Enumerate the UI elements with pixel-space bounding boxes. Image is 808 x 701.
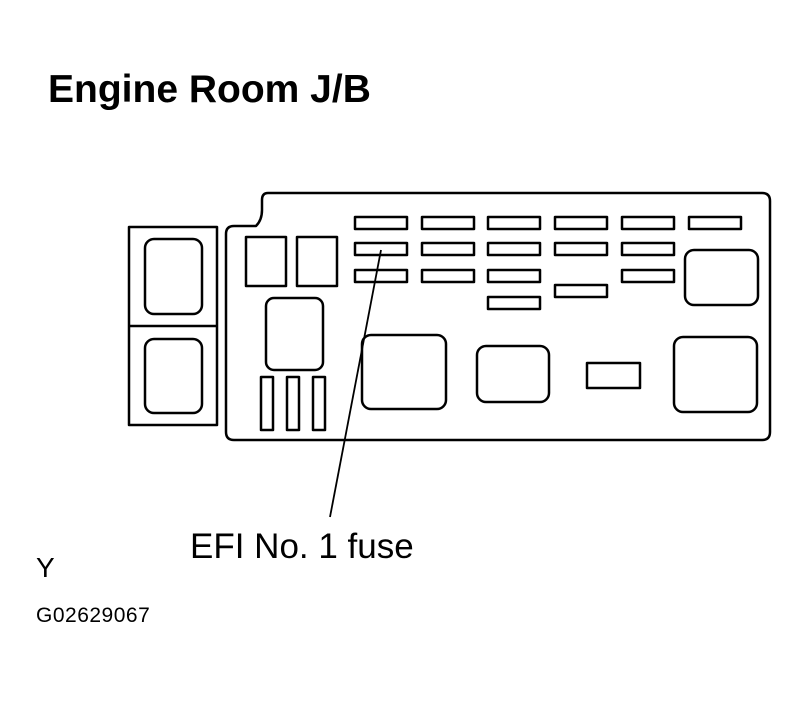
small-relay-1: [244, 235, 288, 288]
fuse-r3b-c4: [553, 283, 609, 299]
junction-block-outline: [224, 191, 772, 442]
fuse-r3-c2: [420, 268, 476, 284]
fuse-r2-c1: [353, 241, 409, 257]
fuse-r1-c1: [353, 215, 409, 231]
left-relay-bottom: [143, 337, 204, 415]
fuse-r4-c3: [486, 295, 542, 311]
fuse-r2-c4: [553, 241, 609, 257]
small-cartridge-fuse: [585, 361, 642, 390]
corner-letter: Y: [36, 552, 55, 583]
callout-leader-line: [329, 249, 382, 518]
relay-right-top: [683, 248, 760, 307]
tall-fuse-3: [311, 375, 327, 432]
large-relay-center: [475, 344, 551, 404]
fuse-r3-c5: [620, 268, 676, 284]
left-relay-top: [143, 237, 204, 316]
figure-code: G02629067: [36, 604, 151, 627]
fuse-r2-c5: [620, 241, 676, 257]
fuse-r1-c3: [486, 215, 542, 231]
fuse-r1-c6: [687, 215, 743, 231]
fuse-r1-c5: [620, 215, 676, 231]
fuse-r1-c4: [553, 215, 609, 231]
fuse-r3-c3: [486, 268, 542, 284]
diagram-title: Engine Room J/B: [48, 68, 371, 111]
small-relay-2: [295, 235, 339, 288]
medium-relay: [264, 296, 325, 372]
large-relay-right: [672, 335, 759, 414]
large-relay-left: [360, 333, 448, 411]
fuse-r1-c2: [420, 215, 476, 231]
efi-fuse-callout: EFI No. 1 fuse: [190, 527, 414, 566]
tall-fuse-2: [285, 375, 301, 432]
fuse-r2-c3: [486, 241, 542, 257]
fuse-r3-c1: [353, 268, 409, 284]
fuse-r2-c2: [420, 241, 476, 257]
tall-fuse-1: [259, 375, 275, 432]
left-relay-housing: [127, 225, 219, 427]
